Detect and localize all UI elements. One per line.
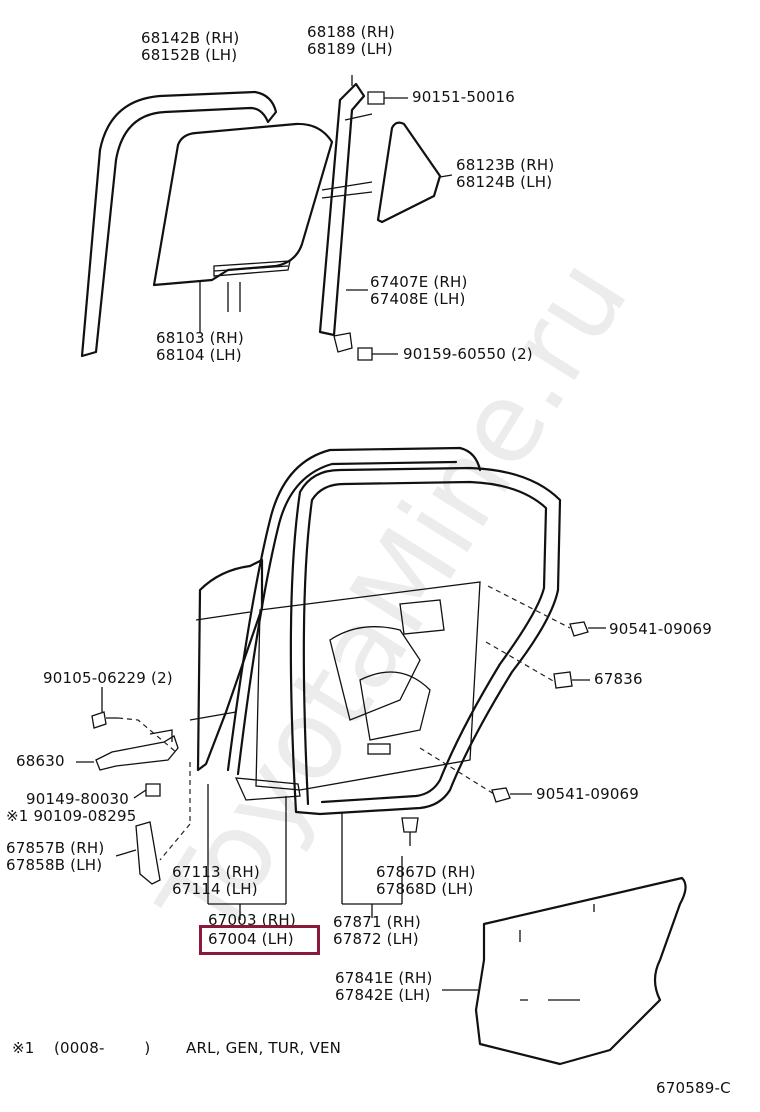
label-67407E-lh: 67408E (LH)	[370, 290, 466, 308]
screw-90151	[367, 91, 408, 105]
clip-67836	[553, 671, 590, 689]
label-67857B-lh: 67858B (LH)	[6, 856, 103, 874]
label-68630: 68630	[16, 752, 65, 770]
glass-run-channel	[80, 90, 278, 358]
label-67004-lh[interactable]: 67004 (LH)	[208, 930, 294, 948]
label-68123B-rh: 68123B (RH)	[456, 156, 555, 174]
bolt-90149	[145, 783, 161, 797]
bolt-90105	[91, 711, 118, 729]
label-67867D-rh: 67867D (RH)	[376, 863, 476, 881]
label-68103-lh: 68104 (LH)	[156, 346, 242, 364]
highlight-box	[199, 925, 320, 955]
figure-code: 670589-C	[656, 1079, 731, 1097]
clip-67867D	[401, 817, 419, 846]
door-glass	[152, 122, 334, 287]
quarter-glass	[376, 121, 442, 224]
label-67841E-rh: 67841E (RH)	[335, 969, 433, 987]
clip-90541-top	[569, 621, 606, 637]
label-67871-rh: 67871 (RH)	[333, 913, 421, 931]
label-67113-lh: 67114 (LH)	[172, 880, 258, 898]
label-68188-rh: 68188 (RH)	[307, 23, 395, 41]
label-68142B-lh: 68152B (LH)	[141, 46, 238, 64]
clip-90541-bottom	[491, 787, 532, 803]
label-90159: 90159-60550 (2)	[403, 345, 533, 363]
label-90109: ※1 90109-08295	[6, 807, 137, 825]
label-67871-lh: 67872 (LH)	[333, 930, 419, 948]
label-68123B-lh: 68124B (LH)	[456, 173, 553, 191]
label-67003-rh: 67003 (RH)	[208, 911, 296, 929]
label-67857B-rh: 67857B (RH)	[6, 839, 105, 857]
footnote-range: (0008- )	[54, 1039, 151, 1057]
label-67867D-lh: 67868D (LH)	[376, 880, 474, 898]
label-68188-lh: 68189 (LH)	[307, 40, 393, 58]
label-90541-top: 90541-09069	[609, 620, 713, 638]
label-67407E-rh: 67407E (RH)	[370, 273, 468, 291]
service-hole-cover	[474, 876, 687, 1066]
glass-bracket	[213, 260, 291, 277]
label-68103-rh: 68103 (RH)	[156, 329, 244, 347]
door-inner-panel	[255, 581, 481, 791]
label-90105: 90105-06229 (2)	[43, 669, 173, 687]
division-bar-bracket	[333, 332, 353, 353]
cover-67857B	[135, 821, 161, 885]
door-check-68630	[95, 735, 179, 771]
label-68142B-rh: 68142B (RH)	[141, 29, 240, 47]
door-frame	[226, 446, 482, 772]
division-bar	[318, 82, 366, 337]
screw-90159	[357, 347, 398, 361]
label-90151: 90151-50016	[412, 88, 516, 106]
footnote-models: ARL, GEN, TUR, VEN	[186, 1039, 342, 1057]
label-90541-bottom: 90541-09069	[536, 785, 640, 803]
label-67113-rh: 67113 (RH)	[172, 863, 260, 881]
footnote-mark: ※1	[12, 1039, 35, 1057]
label-90149: 90149-80030	[26, 790, 130, 808]
glass-bracket-arm	[227, 282, 241, 312]
label-67841E-lh: 67842E (LH)	[335, 986, 431, 1004]
label-67836: 67836	[594, 670, 643, 688]
door-base-strip	[234, 777, 301, 801]
door-panel	[196, 558, 264, 772]
door-weatherstrip	[289, 466, 562, 816]
